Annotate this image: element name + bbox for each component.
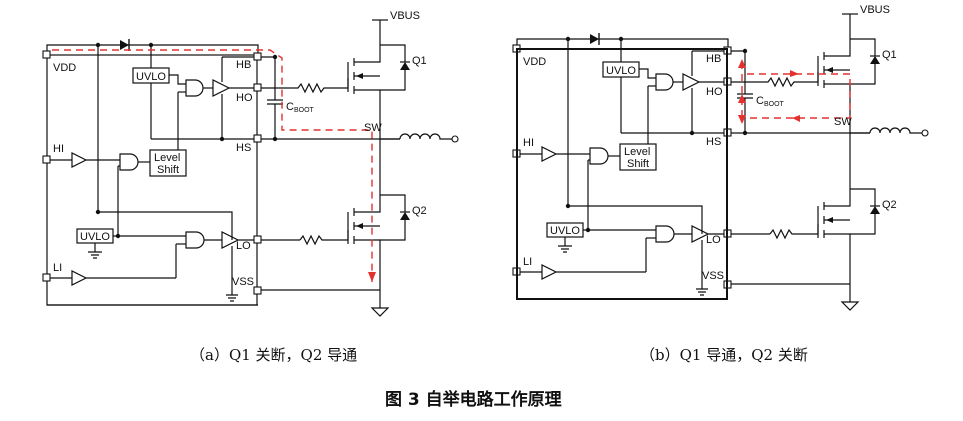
q1-label-a: Q1 [412,55,427,67]
uvlo-high-label-b: UVLO [606,65,636,77]
vdd-label-a: VDD [53,62,76,74]
uvlo-high-label-a: UVLO [136,71,166,83]
hs-label-b: HS [706,136,721,148]
vbus-label-a: VBUS [390,10,420,22]
level-shift-label-a-1: Level [154,152,180,164]
hb-label-b: HB [706,53,721,65]
vss-label-a: VSS [232,276,254,288]
level-shift-label-b-1: Level [624,146,650,158]
figure-title: 图 3 自举电路工作原理 [385,389,562,410]
li-label-a: LI [53,262,62,274]
lo-label-b: LO [706,234,721,246]
panel-b-circuit: VDD HB HO HS LO VSS HI LI SW VBUS Q1 Q2 … [512,4,929,311]
vbus-label-b: VBUS [860,4,890,16]
panel-a-circuit: VDD HB HO HS LO VSS HI LI SW VBUS Q1 Q2 … [42,10,459,317]
level-shift-label-a-2: Shift [157,164,179,176]
uvlo-low-label-b: UVLO [550,225,580,237]
lo-label-a: LO [236,240,251,252]
li-label-b: LI [523,256,532,268]
cboot-label-a: CBOOT [286,101,315,114]
current-path-a [52,49,373,282]
hs-label-a: HS [236,142,251,154]
q2-label-a: Q2 [412,205,427,217]
q2-label-b: Q2 [882,199,897,211]
vss-label-b: VSS [702,270,724,282]
uvlo-low-label-a: UVLO [80,231,110,243]
ho-label-a: HO [236,92,253,104]
caption-b: （b）Q1 导通，Q2 关断 [640,346,808,364]
hb-label-a: HB [236,59,251,71]
hi-label-a: HI [53,143,64,155]
ho-label-b: HO [706,86,723,98]
vdd-label-b: VDD [523,56,546,68]
level-shift-label-b-2: Shift [627,158,649,170]
caption-a: （a）Q1 关断，Q2 导通 [190,346,357,364]
hi-label-b: HI [523,137,534,149]
ic-outline-b [516,48,728,300]
cboot-label-b: CBOOT [756,95,785,108]
q1-label-b: Q1 [882,49,897,61]
sw-label-b: SW [834,116,852,128]
sw-label-a: SW [364,122,382,134]
